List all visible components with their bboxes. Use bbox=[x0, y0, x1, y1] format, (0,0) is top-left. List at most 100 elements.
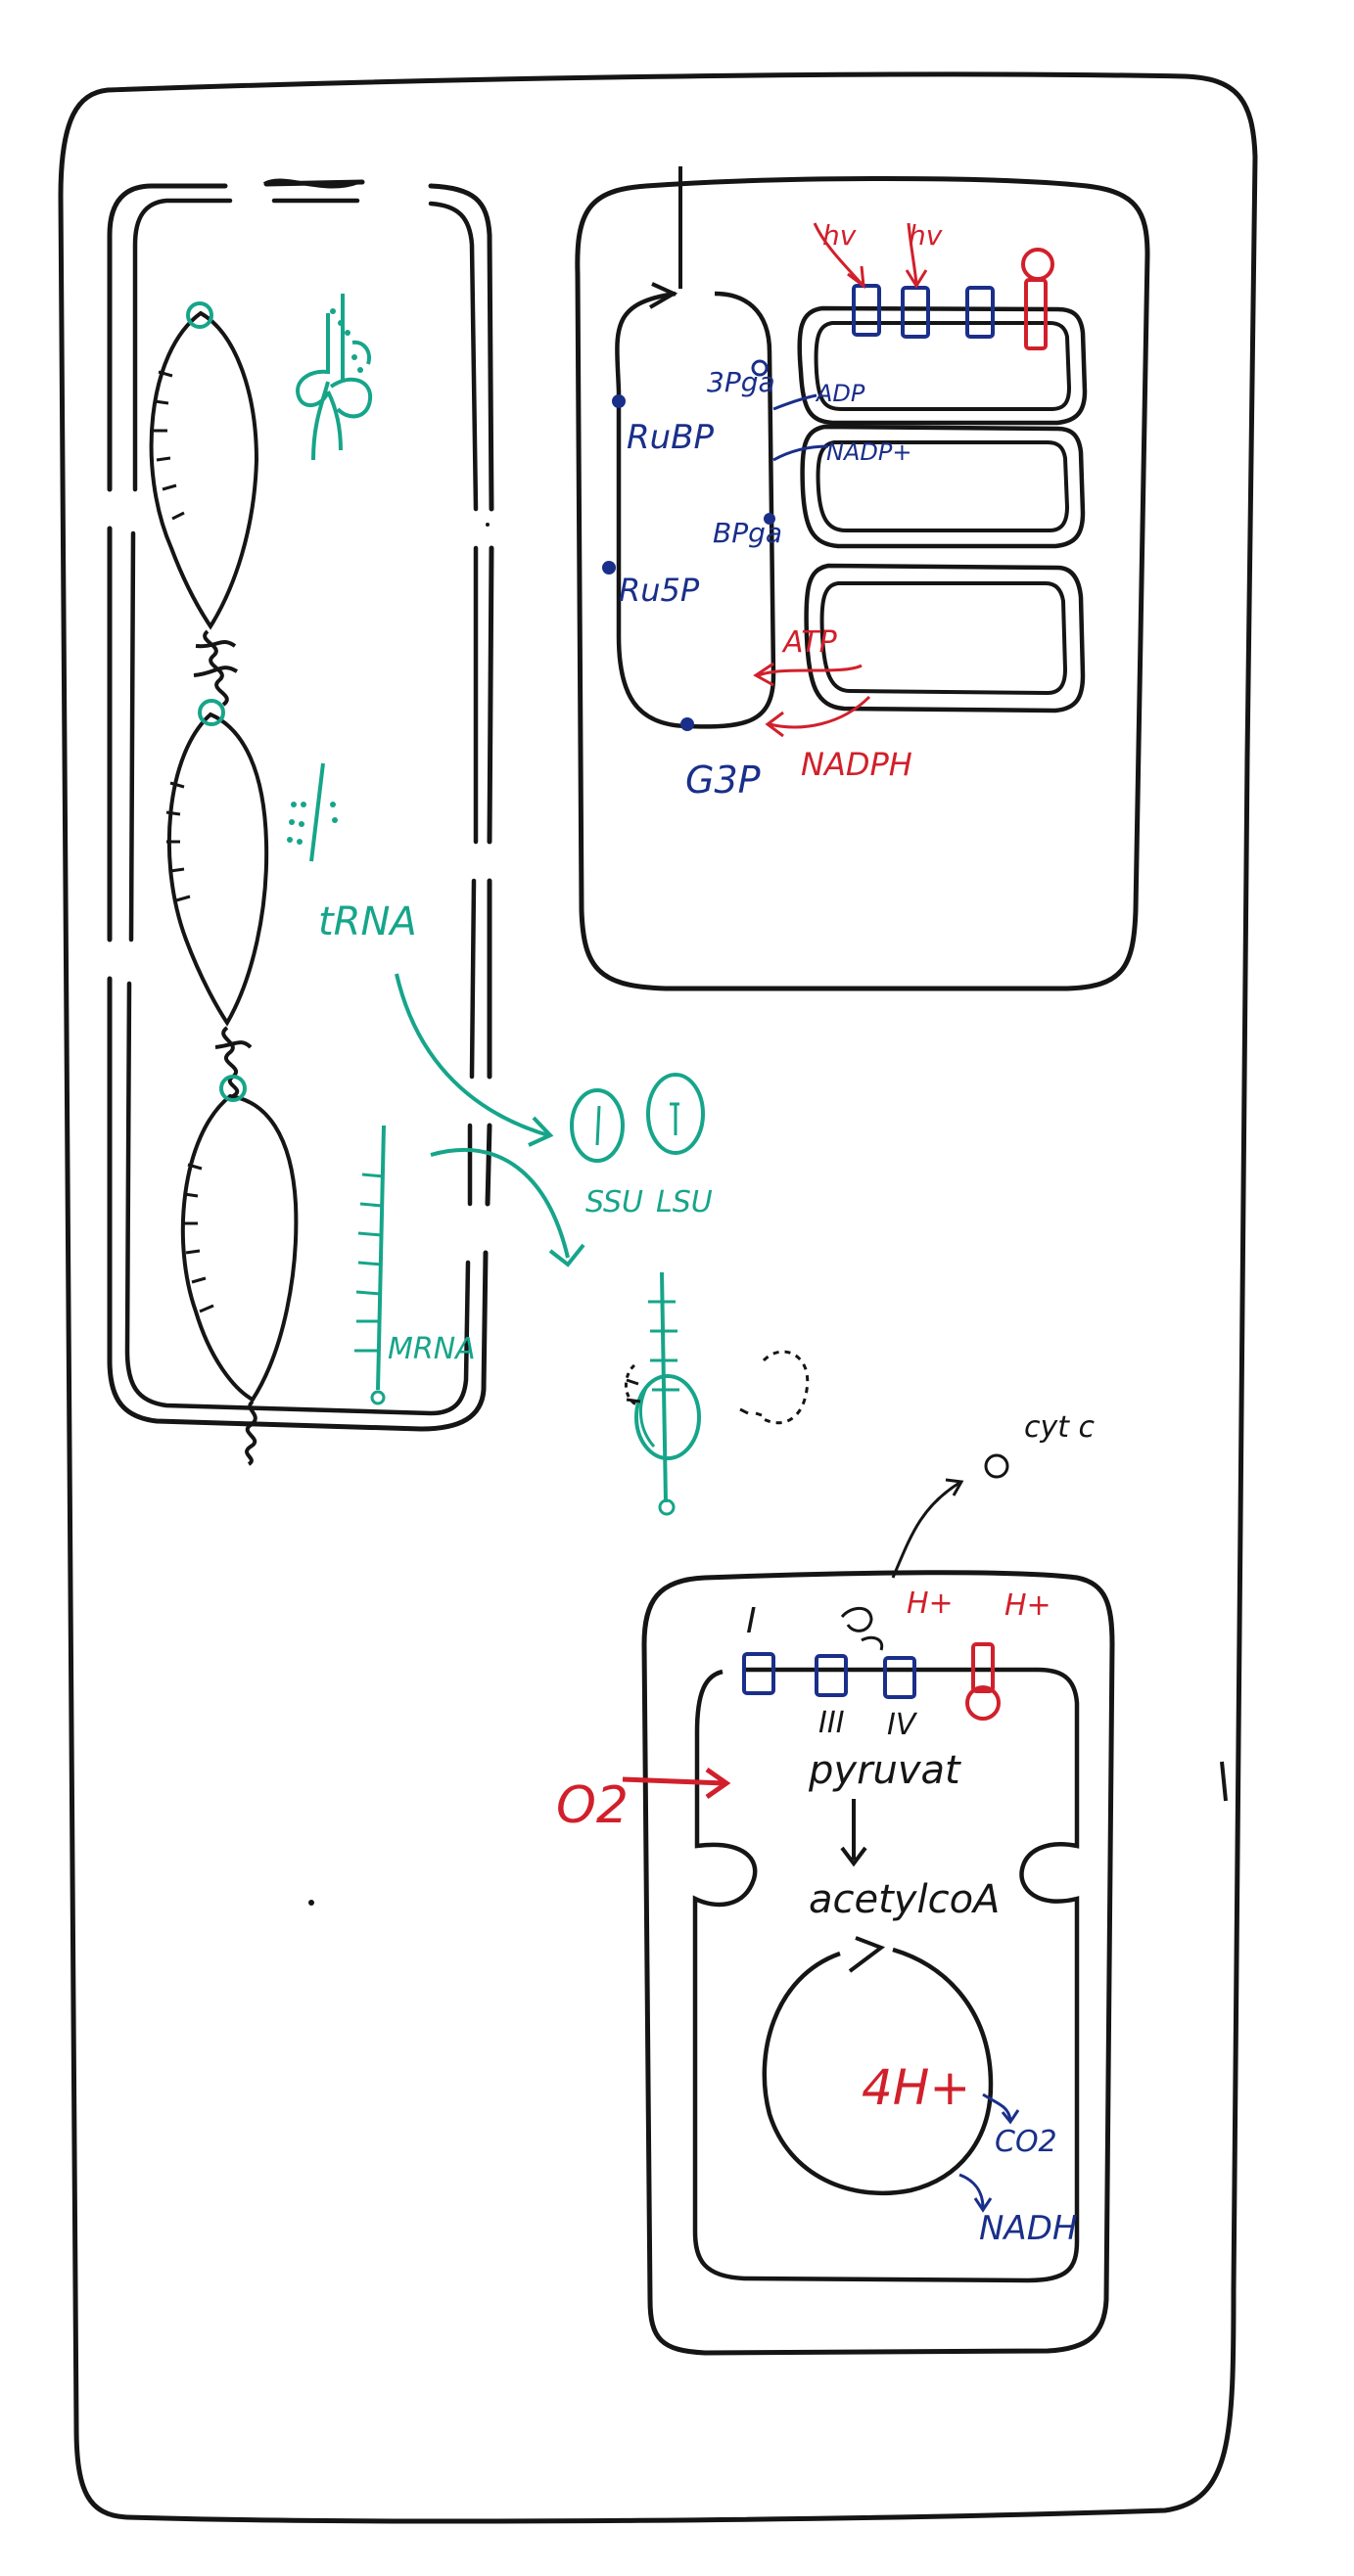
chromatin-coil-2 bbox=[214, 1026, 253, 1098]
mrna-strand bbox=[376, 1125, 386, 1391]
nucleus-outer-membrane bbox=[107, 179, 494, 1432]
chloroplast-membrane bbox=[575, 176, 1150, 991]
light-label-2: hv bbox=[909, 219, 943, 252]
ru5p-node bbox=[602, 561, 616, 575]
atp-synthase-stalk bbox=[1024, 278, 1048, 350]
trna-strand-dots bbox=[287, 802, 338, 845]
light-arrow-1-icon bbox=[813, 222, 865, 290]
ssu-label: SSU bbox=[585, 1185, 643, 1219]
mrna-export-arrowhead bbox=[548, 1243, 585, 1267]
co2-arrow bbox=[982, 2093, 1020, 2125]
atp-synthase-head-icon bbox=[1021, 248, 1054, 281]
g3p-label: G3P bbox=[685, 759, 761, 802]
mrna-export-arrow bbox=[430, 1148, 570, 1259]
thylakoid-1 bbox=[797, 305, 1088, 426]
cyt-c-arrow bbox=[891, 1481, 960, 1579]
ssu-core bbox=[595, 1105, 601, 1146]
cyt-c-icon bbox=[984, 1453, 1009, 1479]
ribosome-mrna-ticks bbox=[648, 1300, 679, 1392]
pga-node bbox=[751, 359, 769, 377]
lsu-label: LSU bbox=[656, 1185, 713, 1219]
ribosome-small-subunit bbox=[639, 1387, 656, 1448]
chromatin-loop-3 bbox=[180, 1093, 299, 1403]
chromatin-loop-2 bbox=[166, 712, 269, 1027]
h-plus-2-label: H+ bbox=[1004, 1588, 1051, 1623]
cyt-c-label: cyt c bbox=[1024, 1410, 1096, 1445]
nucleus: tRNA MRNA bbox=[107, 178, 494, 1466]
pyruvate-arrow bbox=[840, 1799, 867, 1867]
ribosome-mrna-cap bbox=[658, 1498, 676, 1516]
chromatin-coil-3 bbox=[245, 1400, 257, 1466]
complex-4 bbox=[883, 1656, 916, 1699]
complex-1-label: I bbox=[746, 1601, 757, 1641]
thylakoid-2 bbox=[800, 424, 1086, 549]
o2-arrow bbox=[622, 1767, 731, 1800]
centromere-2 bbox=[198, 699, 225, 726]
rubp-label: RuBP bbox=[627, 418, 714, 457]
nadp-arrow bbox=[772, 444, 829, 462]
cyt-c-arrowhead bbox=[945, 1478, 964, 1496]
g3p-node bbox=[680, 717, 694, 731]
atp-arrow bbox=[753, 662, 863, 687]
nucleus-inner-membrane bbox=[124, 198, 479, 1416]
atp-synthase-mito-head-icon bbox=[965, 1685, 1001, 1721]
cell-membrane bbox=[58, 71, 1258, 2524]
calvin-cycle bbox=[615, 291, 776, 729]
trna-export-arrow bbox=[395, 973, 549, 1137]
four-h-label: 4H+ bbox=[862, 2059, 970, 2116]
trna-label: tRNA bbox=[318, 899, 417, 944]
photosystem-1 bbox=[965, 286, 995, 339]
chromatin-loop-1 bbox=[149, 310, 259, 630]
nadh-arrow bbox=[958, 2173, 993, 2213]
ribosome-mrna bbox=[660, 1271, 668, 1503]
mrna-cap bbox=[370, 1390, 386, 1405]
mrna-strand-ticks bbox=[354, 1173, 385, 1353]
calvin-arrowhead bbox=[648, 282, 678, 309]
mitochondrion: I III IV H+ H+ cyt c O2 pyruvat acetylco… bbox=[556, 1410, 1115, 2356]
o2-label: O2 bbox=[556, 1776, 629, 1835]
nadph-label: NADPH bbox=[801, 746, 912, 783]
adp-arrow bbox=[772, 393, 817, 411]
chromatin-coil-1 bbox=[193, 629, 239, 707]
ru5p-label: Ru5P bbox=[619, 572, 700, 609]
ghost-ribosome bbox=[762, 1350, 810, 1425]
thylakoid-1-inner bbox=[814, 321, 1072, 411]
thylakoid-3-inner bbox=[819, 581, 1068, 696]
ribosome-bracket bbox=[625, 1363, 639, 1407]
trna-dots bbox=[330, 308, 363, 373]
ghost-ribosome-mark bbox=[739, 1407, 763, 1417]
ubiquinone-scribble bbox=[840, 1606, 884, 1651]
krebs-cycle bbox=[762, 1947, 994, 2196]
nadh-label: NADH bbox=[979, 2209, 1077, 2248]
chloroplast: RuBP 3Pga BPga Ru5P G3P hv hv ADP NADP+ … bbox=[575, 166, 1150, 991]
cell-membrane-tick bbox=[1220, 1761, 1228, 1802]
centromere-3 bbox=[219, 1075, 247, 1102]
trna-export-arrowhead bbox=[528, 1116, 554, 1147]
complex-4-label: IV bbox=[887, 1708, 918, 1742]
h-plus-1-label: H+ bbox=[907, 1587, 954, 1621]
complex-1 bbox=[742, 1652, 775, 1695]
ribosome-dashes bbox=[626, 1378, 641, 1403]
stray-dot-2 bbox=[486, 523, 490, 527]
ribosome-icon bbox=[634, 1374, 701, 1460]
nadph-arrow bbox=[765, 695, 871, 738]
light-arrow-2-icon bbox=[905, 222, 928, 289]
photosystem-2 bbox=[852, 284, 881, 337]
stray-dot-1 bbox=[308, 1900, 314, 1906]
mito-inner-membrane bbox=[692, 1667, 1080, 2283]
lsu-core bbox=[670, 1102, 679, 1135]
krebs-arrowhead bbox=[848, 1936, 886, 1973]
cytochrome-b6f bbox=[901, 286, 930, 339]
atp-synthase-mito-stalk bbox=[971, 1642, 995, 1693]
trna-strand bbox=[309, 762, 325, 862]
nuclear-pore-1 bbox=[262, 178, 359, 189]
thylakoid-3 bbox=[804, 563, 1086, 713]
complex-3-label: III bbox=[818, 1706, 845, 1740]
rubp-node bbox=[612, 394, 626, 408]
chromatin-ticks bbox=[154, 370, 214, 1313]
thylakoid-2-inner bbox=[816, 440, 1070, 532]
acetylcoa-label: acetylcoA bbox=[809, 1877, 1000, 1922]
complex-3 bbox=[815, 1654, 848, 1697]
trna-cloverleaf-icon bbox=[296, 294, 373, 461]
